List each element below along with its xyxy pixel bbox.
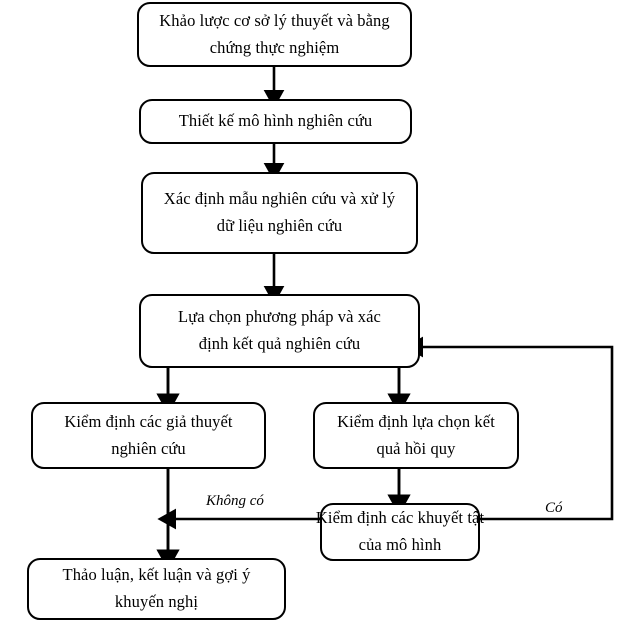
node-model-defect-testing-line1: Kiểm định các khuyết tật xyxy=(315,508,485,528)
node-regression-selection-testing[interactable]: Kiểm định lựa chọn kết quả hồi quy xyxy=(313,402,519,469)
node-method-and-results-line1: Lựa chọn phương pháp và xác xyxy=(178,307,381,327)
node-hypothesis-testing[interactable]: Kiểm định các giả thuyết nghiên cứu xyxy=(31,402,266,469)
node-hypothesis-testing-line1: Kiểm định các giả thuyết xyxy=(64,411,233,431)
node-method-and-results[interactable]: Lựa chọn phương pháp và xác định kết quả… xyxy=(139,294,420,368)
node-literature-review-line1: Khảo lược cơ sở lý thuyết và bằng xyxy=(159,10,390,30)
edge-label-no-defect: Không có xyxy=(203,493,267,510)
node-sample-and-data-line1: Xác định mẫu nghiên cứu và xử lý xyxy=(163,189,396,209)
node-sample-and-data-line2: dữ liệu nghiên cứu xyxy=(216,216,343,235)
node-literature-review[interactable]: Khảo lược cơ sở lý thuyết và bằng chứng … xyxy=(137,2,412,67)
node-regression-selection-testing-line2: quả hồi quy xyxy=(376,438,456,458)
node-literature-review-line2: chứng thực nghiệm xyxy=(209,37,340,57)
node-hypothesis-testing-line2: nghiên cứu xyxy=(111,438,186,458)
connector-defect-yes-feedback xyxy=(404,336,614,521)
node-method-and-results-line2: định kết quả nghiên cứu xyxy=(198,334,361,353)
node-discussion-conclusion-line2: khuyến nghị xyxy=(114,592,199,611)
node-discussion-conclusion-line1: Thảo luận, kết luận và gợi ý xyxy=(62,565,251,585)
node-model-defect-testing-line2: của mô hình xyxy=(358,535,442,554)
node-model-defect-testing[interactable]: Kiểm định các khuyết tật của mô hình xyxy=(316,503,484,561)
node-research-model-design-line1: Thiết kế mô hình nghiên cứu xyxy=(178,111,373,131)
node-discussion-conclusion[interactable]: Thảo luận, kết luận và gợi ý khuyến nghị xyxy=(27,558,286,620)
edge-label-has-defect: Có xyxy=(542,500,566,517)
node-research-model-design[interactable]: Thiết kế mô hình nghiên cứu xyxy=(139,99,412,144)
node-regression-selection-testing-line1: Kiểm định lựa chọn kết xyxy=(337,411,495,431)
node-sample-and-data[interactable]: Xác định mẫu nghiên cứu và xử lý dữ liệu… xyxy=(141,172,418,254)
